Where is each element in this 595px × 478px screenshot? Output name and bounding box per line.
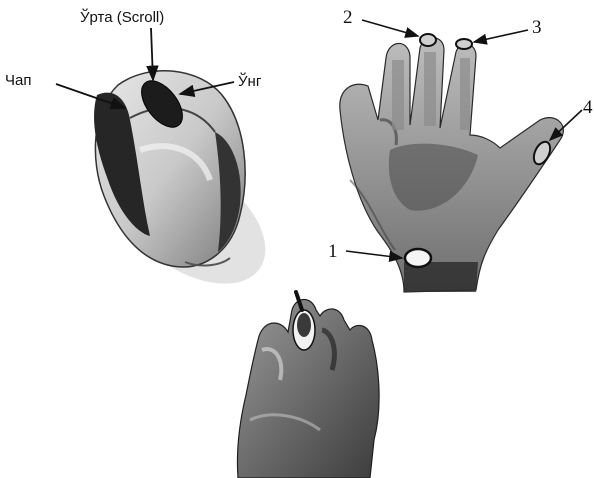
hand-marker-2: [420, 34, 436, 46]
hand-marker-arrow-3: [474, 30, 528, 42]
left-button-label: Чап: [5, 72, 31, 89]
hand-marker-label-2: 2: [343, 7, 353, 28]
right-button-label: Ўнг: [238, 72, 262, 90]
hand-marker-arrow-2: [362, 20, 418, 36]
hand-marker-1: [405, 249, 431, 267]
hand-marker-label-1: 1: [328, 241, 338, 262]
hand-on-mouse-illustration: [237, 292, 379, 478]
hand-marker-label-3: 3: [532, 17, 542, 38]
hand-marker-3: [456, 39, 472, 49]
middle-button-label: Ўрта (Scroll): [80, 8, 164, 26]
hand-marker-label-4: 4: [583, 97, 593, 118]
